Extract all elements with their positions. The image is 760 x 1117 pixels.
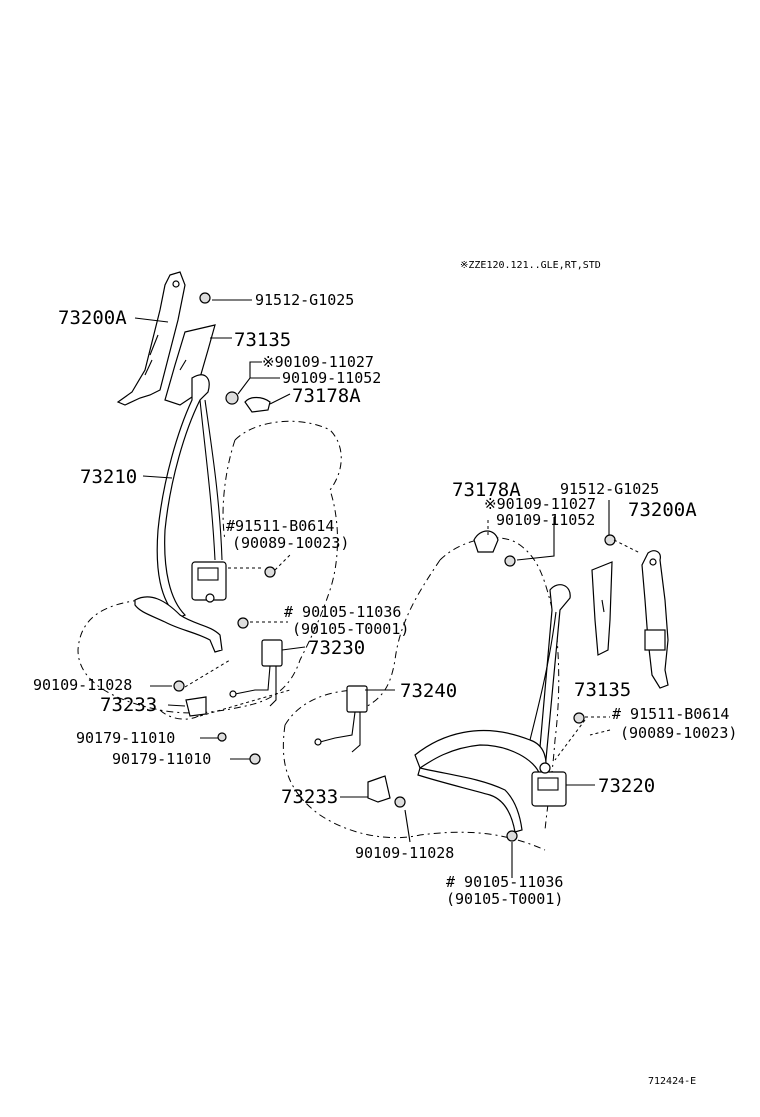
label-left-clip-1: 90179-11010 bbox=[76, 729, 175, 747]
right-fasteners bbox=[367, 534, 616, 842]
label-left-floor-bolt: # 90105-11036 bbox=[284, 603, 401, 621]
label-left-guide: 73178A bbox=[292, 385, 361, 407]
labels: ※ZZE120.121..GLE,RT,STD 91512-G1025 7320… bbox=[33, 260, 737, 1087]
label-left-belt: 73210 bbox=[80, 466, 137, 488]
label-left-cover: 73135 bbox=[234, 329, 291, 351]
left-fasteners bbox=[173, 292, 276, 765]
label-right-bolt-upper: 91512-G1025 bbox=[560, 480, 659, 498]
label-right-retractor: 73220 bbox=[598, 775, 655, 797]
label-left-buckle-bolt: 90109-11028 bbox=[33, 676, 132, 694]
label-right-bolt: 90109-11052 bbox=[496, 511, 595, 529]
right-buckle bbox=[314, 685, 368, 753]
right-cover bbox=[591, 561, 613, 656]
label-right-buckle-cover: 73233 bbox=[281, 786, 338, 808]
label-left-buckle: 73230 bbox=[308, 637, 365, 659]
left-anchor-plate bbox=[116, 271, 186, 406]
label-left-floor-bolt-alt: (90105-T0001) bbox=[292, 620, 409, 638]
label-right-buckle-bolt: 90109-11028 bbox=[355, 844, 454, 862]
label-left-retractor-bolt: #91511-B0614 bbox=[226, 517, 334, 535]
label-right-buckle: 73240 bbox=[400, 680, 457, 702]
label-right-anchor-plate: 73200A bbox=[628, 499, 697, 521]
label-right-bolt-marked: ※90109-11027 bbox=[484, 495, 596, 513]
right-retractor bbox=[531, 762, 567, 807]
applicability-note: ※ZZE120.121..GLE,RT,STD bbox=[460, 260, 601, 271]
left-retractor bbox=[191, 561, 227, 603]
label-left-buckle-cover: 73233 bbox=[100, 694, 157, 716]
label-right-floor-bolt-alt: (90105-T0001) bbox=[446, 890, 563, 908]
right-guide bbox=[473, 530, 499, 553]
right-anchor-plate bbox=[641, 550, 669, 689]
left-cover bbox=[164, 324, 216, 406]
label-right-floor-bolt: # 90105-11036 bbox=[446, 873, 563, 891]
label-right-cover: 73135 bbox=[574, 679, 631, 701]
label-right-guide: 73178A bbox=[452, 479, 521, 501]
left-buckle bbox=[229, 639, 283, 707]
left-belt bbox=[134, 374, 223, 653]
label-left-clip-2: 90179-11010 bbox=[112, 750, 211, 768]
label-right-retractor-bolt-alt: (90089-10023) bbox=[620, 724, 737, 742]
label-left-anchor-plate: 73200A bbox=[58, 307, 127, 329]
label-left-retractor-bolt-alt: (90089-10023) bbox=[232, 534, 349, 552]
label-left-bolt-marked: ※90109-11027 bbox=[262, 353, 374, 371]
label-right-retractor-bolt: # 91511-B0614 bbox=[612, 705, 729, 723]
leader-lines bbox=[134, 299, 641, 878]
label-left-bolt: 90109-11052 bbox=[282, 369, 381, 387]
label-left-bolt-upper: 91512-G1025 bbox=[255, 291, 354, 309]
diagram-code: 712424-E bbox=[648, 1076, 696, 1087]
